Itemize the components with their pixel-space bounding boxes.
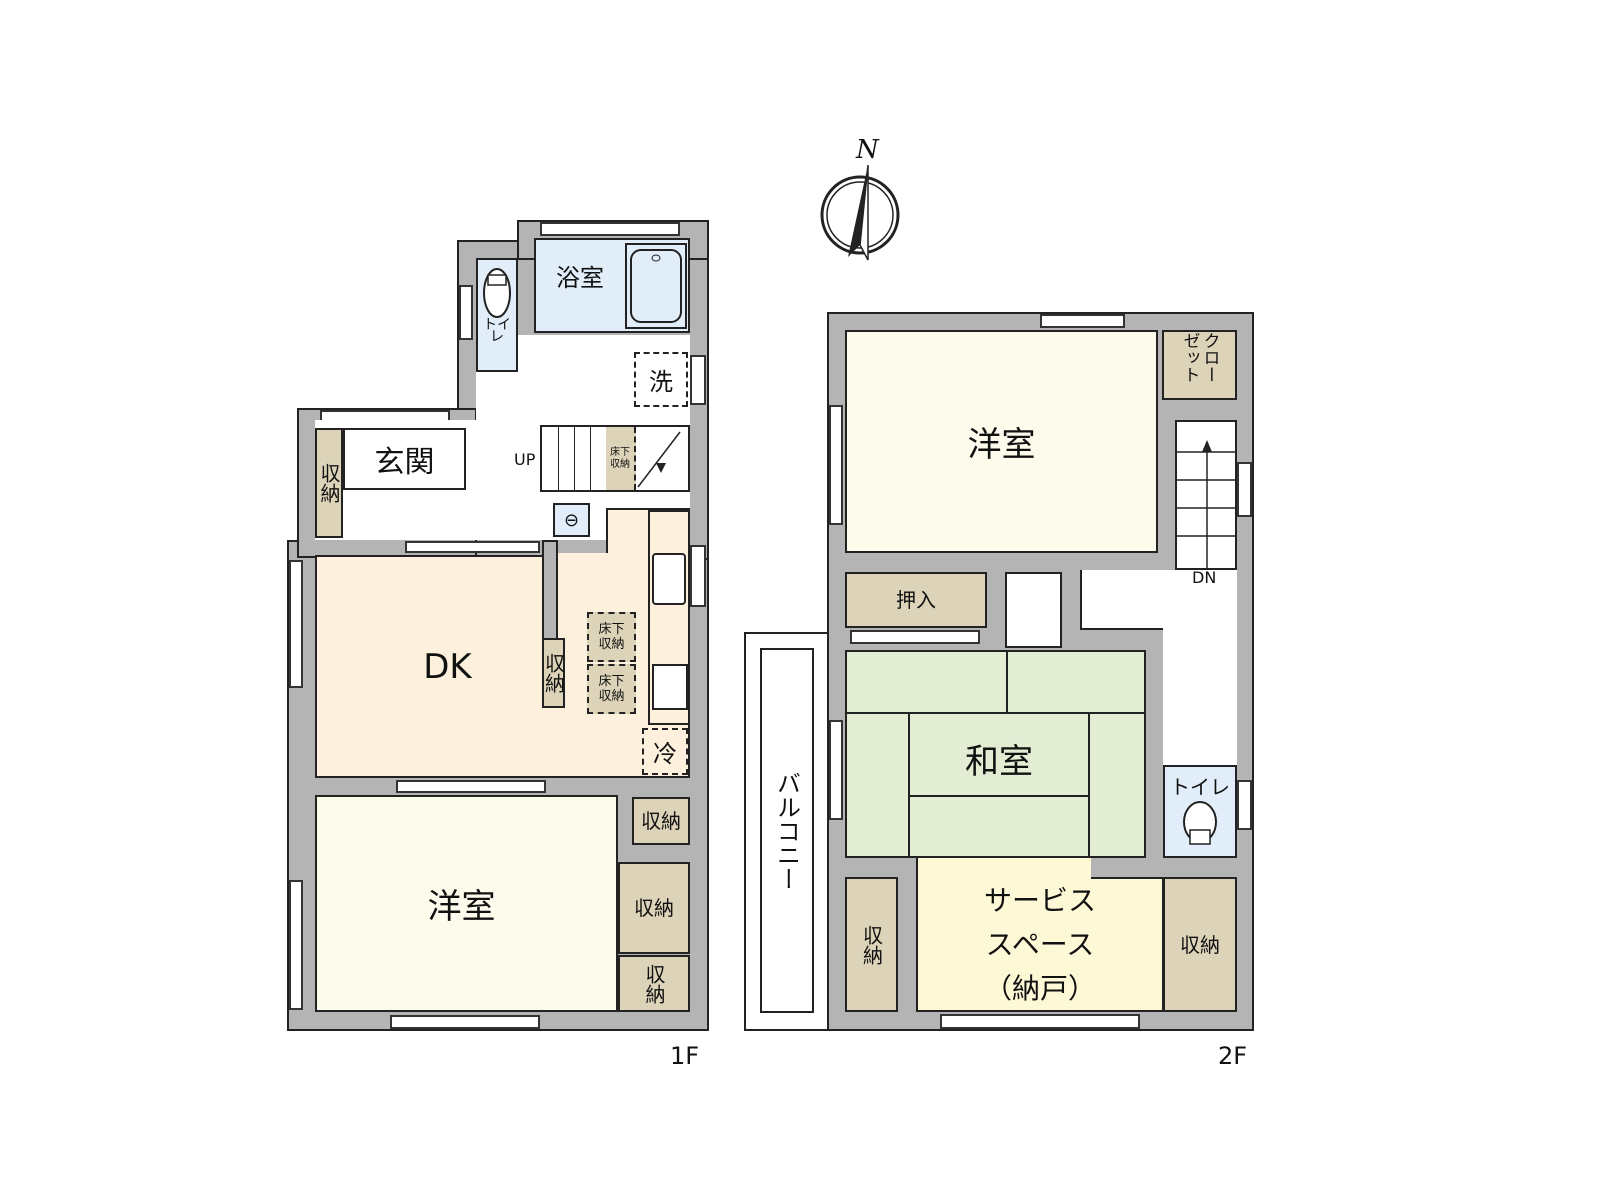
window — [829, 720, 843, 820]
gas-meter: ⊖ — [553, 503, 590, 537]
storage-label: 収納 — [859, 924, 884, 965]
fridge-label: 冷 — [653, 740, 677, 768]
service-space-label: サービススペース（納戸） — [983, 883, 1096, 1005]
compass: N — [818, 135, 908, 265]
window — [289, 560, 303, 688]
bath-label: 浴室 — [556, 264, 604, 292]
oshiire-label: 押入 — [896, 588, 936, 612]
stove-icon — [652, 664, 688, 710]
stairs-2f — [1175, 420, 1237, 570]
toilet-icon — [1183, 800, 1217, 845]
floor-1-label: 1F — [670, 1042, 700, 1070]
bathtub-icon — [625, 243, 687, 329]
stair-storage-label: 床下収納 — [610, 446, 630, 470]
stairs-1f: 床下収納 — [540, 425, 690, 492]
window — [289, 880, 303, 1010]
gas-meter-icon: ⊖ — [563, 509, 580, 531]
toilet-icon — [483, 268, 511, 318]
storage: 収納 — [632, 797, 690, 845]
stair-arrow-icon — [637, 431, 681, 488]
service-space: サービススペース（納戸） — [916, 877, 1164, 1012]
balcony-label: バルコニー — [772, 770, 801, 891]
western-room-label: 洋室 — [427, 887, 496, 927]
window — [690, 545, 706, 607]
storage: 収納 — [845, 877, 898, 1012]
japanese-room-label: 和室 — [965, 742, 1033, 782]
window — [1237, 462, 1252, 517]
sink-icon — [652, 553, 686, 605]
oshiire: 押入 — [845, 572, 987, 628]
entrance-storage: 収納 — [315, 428, 343, 538]
floor-2-label: 2F — [1218, 1042, 1248, 1070]
window — [459, 285, 473, 340]
compass-icon — [820, 165, 900, 261]
window — [540, 222, 680, 236]
storage: 収納 — [1163, 877, 1237, 1012]
underfloor-label: 床下収納 — [598, 674, 625, 704]
fridge-space: 冷 — [642, 728, 688, 775]
stair-arrow-icon — [1177, 440, 1237, 570]
window — [390, 1015, 540, 1029]
underfloor-label: 床下収納 — [598, 622, 625, 652]
japanese-room: 和室 — [845, 650, 1146, 858]
dk-storage: 収納 — [541, 638, 566, 708]
dk-label: DK — [423, 646, 472, 687]
wash-label: 洗 — [649, 368, 673, 396]
underfloor-storage: 床下収納 — [587, 612, 636, 662]
storage: 収納 — [618, 862, 690, 954]
storage-label: 収納 — [641, 809, 681, 833]
bathroom: 浴室 — [534, 238, 690, 333]
entrance-label: 玄関 — [374, 445, 435, 480]
stairs-up-label: UP — [514, 450, 536, 469]
closet-label: クローゼット — [1179, 332, 1220, 383]
toilet-label: トイレ — [483, 317, 511, 345]
window — [850, 630, 980, 644]
window — [1237, 780, 1252, 830]
window — [940, 1014, 1140, 1029]
western-room-1f: 洋室 — [315, 795, 618, 1012]
storage-label: 収納 — [634, 896, 674, 920]
wall — [542, 540, 558, 640]
window — [829, 405, 843, 525]
service-space-opening — [916, 858, 1091, 879]
toilet-2f: トイレ — [1163, 765, 1237, 858]
window — [1040, 314, 1125, 328]
toilet-1f: トイレ — [476, 258, 518, 372]
stair-storage: 床下収納 — [606, 427, 636, 490]
toilet-label: トイレ — [1170, 774, 1230, 799]
western-room-label: 洋室 — [967, 425, 1036, 465]
storage-label: 収納 — [1180, 932, 1220, 957]
hallway — [1163, 570, 1237, 765]
north-label: N — [856, 135, 879, 165]
window — [690, 355, 706, 405]
closet: クローゼット — [1162, 330, 1237, 400]
storage-label: 収納 — [642, 963, 666, 1004]
window — [405, 541, 540, 553]
entrance: 玄関 — [343, 428, 466, 490]
balcony-inner: バルコニー — [760, 648, 814, 1013]
tatami-lines — [847, 652, 1144, 856]
stairs-down-label: DN — [1192, 568, 1217, 587]
underfloor-storage: 床下収納 — [587, 664, 636, 714]
storage-label: 収納 — [541, 653, 566, 693]
storage: 収納 — [618, 955, 690, 1012]
western-room-2f: 洋室 — [845, 330, 1158, 553]
alcove — [1005, 572, 1062, 648]
window — [396, 780, 546, 793]
storage-label: 収納 — [317, 463, 341, 503]
washing-machine-space: 洗 — [634, 352, 688, 407]
